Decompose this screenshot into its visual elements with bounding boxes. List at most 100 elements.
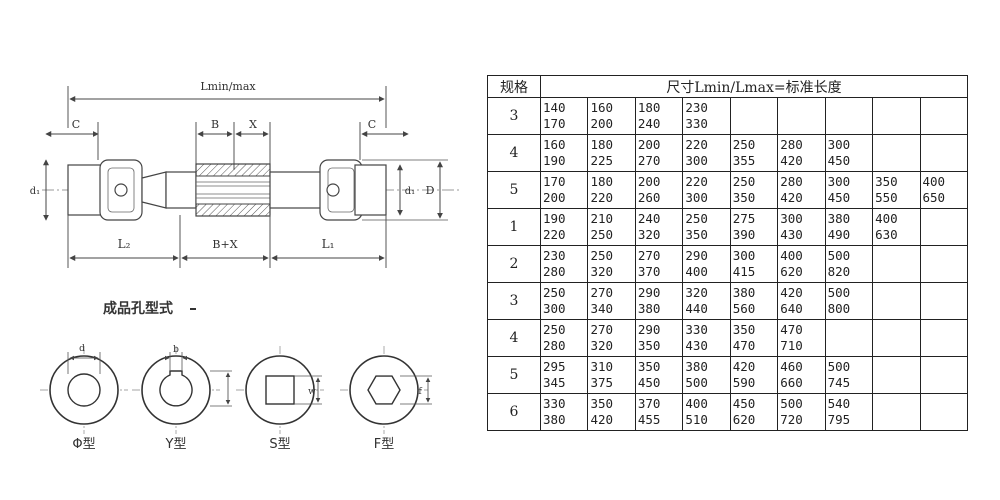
length-cell [919, 393, 968, 431]
length-min: 500 [827, 285, 851, 300]
overall-length-label: Lmin/max [200, 80, 256, 93]
length-max: 470 [732, 338, 756, 353]
dim-d: D [426, 184, 435, 197]
length-max: 380 [637, 301, 661, 316]
length-max: 745 [827, 375, 851, 390]
length-min: 250 [590, 248, 614, 263]
length-cell [919, 282, 968, 320]
length-min: 420 [780, 285, 803, 300]
length-max: 345 [543, 375, 566, 390]
length-max: 800 [827, 301, 851, 316]
length-min: 170 [543, 174, 566, 189]
length-min: 300 [780, 211, 803, 226]
length-max: 200 [543, 190, 566, 205]
overall-length-dimension: Lmin/max [67, 80, 387, 128]
bore-phi: d Φ型 [40, 344, 128, 452]
length-min: 280 [780, 174, 803, 189]
length-min: 400 [875, 211, 898, 226]
spec-cell: 2 [487, 245, 541, 283]
length-min: 180 [637, 100, 661, 115]
length-max: 560 [732, 301, 756, 316]
length-max: 620 [732, 412, 756, 427]
length-cell [872, 97, 921, 135]
bottom-dimensions: L₂ B+X L₁ [67, 215, 387, 268]
length-max: 550 [875, 190, 898, 205]
length-max: 420 [780, 190, 803, 205]
spec-cell: 5 [487, 356, 541, 394]
length-min: 250 [543, 322, 566, 337]
length-max: 350 [637, 338, 661, 353]
length-cell [919, 208, 968, 246]
length-max: 415 [732, 264, 756, 279]
length-max: 375 [590, 375, 614, 390]
length-min: 210 [590, 211, 614, 226]
dim-d1-right: d₁ [405, 186, 415, 197]
length-min: 180 [590, 174, 614, 189]
header-spec: 规格 [487, 75, 541, 98]
length-min: 300 [827, 174, 851, 189]
length-cell [872, 393, 921, 431]
length-cell [824, 97, 874, 135]
length-cell [872, 134, 921, 172]
length-max: 240 [637, 116, 661, 131]
length-max: 300 [685, 190, 708, 205]
length-min: 300 [732, 248, 756, 263]
bore-f-label: F型 [374, 437, 394, 452]
length-min: 200 [637, 174, 661, 189]
length-max: 390 [732, 227, 756, 242]
length-min: 190 [543, 211, 566, 226]
spec-cell: 4 [487, 319, 541, 357]
bore-s: w S型 [236, 346, 324, 452]
length-min: 540 [827, 396, 851, 411]
left-yoke: d₁ [30, 159, 167, 221]
bore-s-dim: w [308, 387, 316, 397]
dim-b: B [211, 118, 219, 131]
spec-cell: 6 [487, 393, 541, 431]
length-cell [824, 319, 874, 357]
length-cell [729, 97, 779, 135]
length-cell [919, 245, 968, 283]
spec-cell: 4 [487, 134, 541, 172]
length-min: 250 [543, 285, 566, 300]
length-min: 250 [732, 137, 756, 152]
bore-y: b Y型 [132, 345, 232, 452]
length-min: 140 [543, 100, 566, 115]
dim-l1: L₁ [322, 237, 335, 251]
length-min: 470 [780, 322, 803, 337]
length-min: 350 [732, 322, 756, 337]
length-max: 720 [780, 412, 803, 427]
length-max: 820 [827, 264, 851, 279]
length-min: 310 [590, 359, 614, 374]
length-max: 280 [543, 338, 566, 353]
length-max: 510 [685, 412, 708, 427]
